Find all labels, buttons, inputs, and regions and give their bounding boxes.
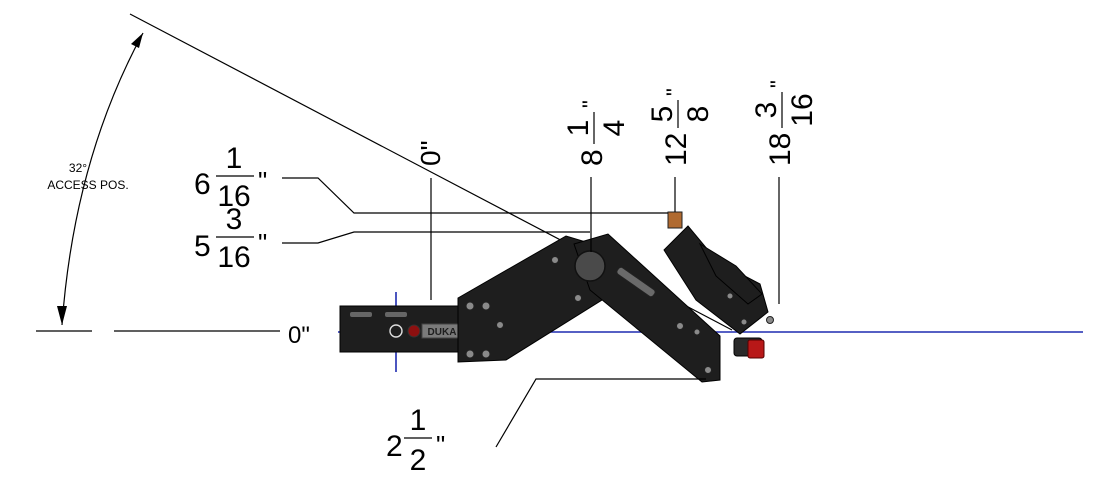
dimension-8-1-4: 8 1 4 " xyxy=(562,100,631,166)
bolt xyxy=(693,328,701,336)
head-assembly xyxy=(663,211,774,359)
dim-denominator: 4 xyxy=(598,120,631,137)
bolt xyxy=(766,316,774,324)
bolt xyxy=(574,294,582,302)
head-top-fitting xyxy=(667,211,683,229)
dim-unit: " xyxy=(436,430,445,460)
dim-denominator: 16 xyxy=(786,93,819,126)
head-red-button xyxy=(747,339,765,359)
dim-unit: " xyxy=(578,100,603,108)
head-motor xyxy=(698,242,763,305)
baseline-zero-label: 0" xyxy=(288,322,310,349)
dimension-top-zero: 0" xyxy=(415,140,446,166)
dim-unit: " xyxy=(258,166,267,196)
dim-whole: 2 xyxy=(386,430,403,463)
leader-5-3-16 xyxy=(282,231,590,244)
part-brand-label: DUKA xyxy=(428,327,457,338)
dim-denominator: 16 xyxy=(217,180,250,213)
bolt xyxy=(481,301,491,311)
bolt xyxy=(465,301,475,311)
elbow-joint xyxy=(574,250,606,282)
dim-denominator: 8 xyxy=(682,106,715,123)
dimension-6-1-16: 6 1 16 " xyxy=(194,142,267,213)
bolt xyxy=(465,349,475,359)
dim-whole: 6 xyxy=(194,168,211,201)
upper-arm xyxy=(573,233,721,383)
bolt xyxy=(676,322,684,330)
dim-unit: " xyxy=(662,88,687,96)
slide-red-knob xyxy=(407,324,421,338)
base-slide: DUKA xyxy=(339,305,463,353)
dim-whole: 18 xyxy=(764,133,797,166)
access-pos-label: ACCESS POS. xyxy=(47,178,128,192)
dimension-2-1-2: 2 1 2 " xyxy=(386,404,445,477)
leader-2-1-2 xyxy=(495,378,706,448)
dim-numerator: 3 xyxy=(226,203,243,236)
leader-6-1-16 xyxy=(282,177,668,214)
arc-arrow-top xyxy=(131,33,143,48)
dim-whole: 8 xyxy=(576,149,609,166)
dim-numerator: 3 xyxy=(750,102,783,119)
dim-numerator: 5 xyxy=(646,106,679,123)
slide-pivot xyxy=(389,324,403,338)
dim-denominator: 16 xyxy=(217,241,250,274)
arc-arrow-bottom xyxy=(57,306,67,325)
bolt xyxy=(481,349,491,359)
bolt xyxy=(551,256,559,264)
head-bracket xyxy=(663,225,769,335)
angle-label: 32° xyxy=(69,161,87,175)
dim-unit: " xyxy=(258,228,267,258)
arm-slot xyxy=(616,266,656,298)
dim-whole: 12 xyxy=(660,133,693,166)
slide-slot-2 xyxy=(385,312,407,317)
bolt xyxy=(726,292,734,300)
dim-numerator: 1 xyxy=(410,404,427,437)
upper-arm-body xyxy=(573,233,721,383)
dimension-18-3-16: 18 3 16 " xyxy=(750,80,819,166)
bolt xyxy=(704,366,712,374)
dim-whole: 5 xyxy=(194,230,211,263)
angle-arc xyxy=(61,32,144,326)
dim-numerator: 1 xyxy=(226,142,243,175)
dim-numerator: 1 xyxy=(562,120,595,137)
bolt xyxy=(496,321,504,329)
dim-unit: " xyxy=(766,80,791,88)
dimension-5-3-16: 5 3 16 " xyxy=(194,203,267,274)
bolt xyxy=(740,318,748,326)
dim-zero-text: 0" xyxy=(415,140,446,166)
dimension-12-5-8: 12 5 8 " xyxy=(646,88,715,166)
slide-slot-1 xyxy=(350,312,372,317)
dim-denominator: 2 xyxy=(410,444,427,477)
